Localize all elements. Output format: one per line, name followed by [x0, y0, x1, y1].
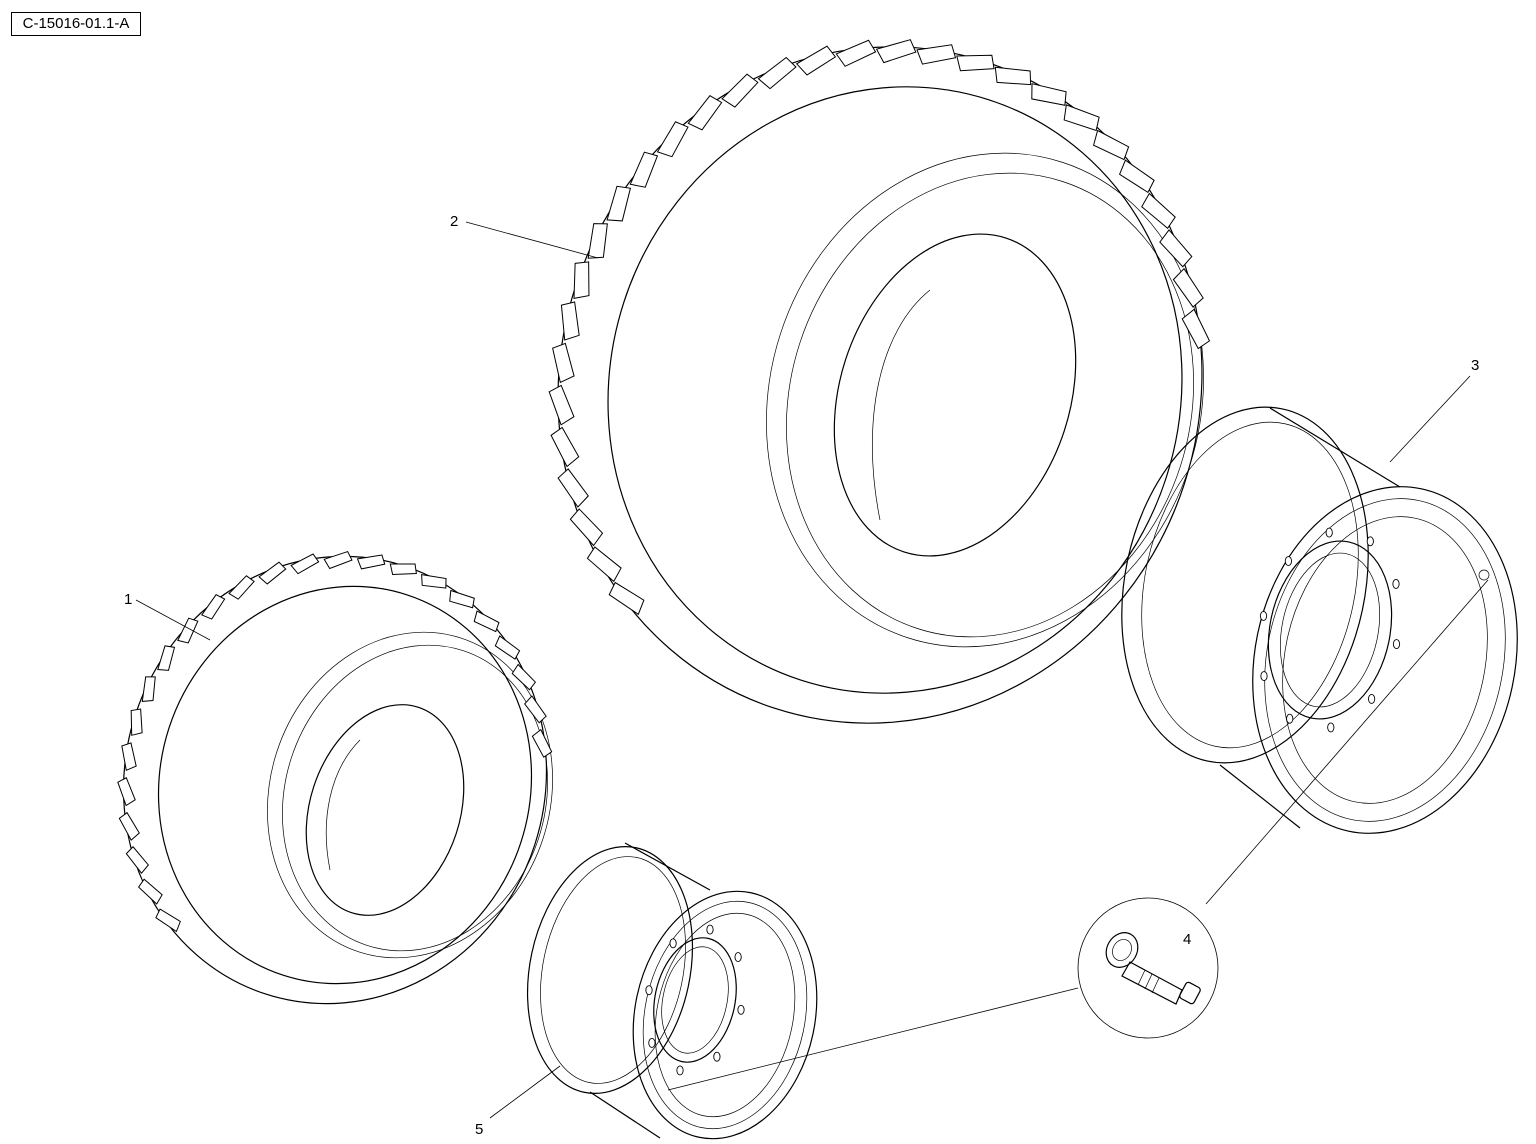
callout-1: 1	[124, 591, 132, 608]
tread-lug	[587, 223, 608, 259]
callout-5: 5	[475, 1121, 483, 1138]
tread-lug	[1118, 159, 1155, 194]
tread-lug	[1181, 308, 1211, 350]
large-rim-part	[1121, 406, 1518, 834]
drawing-reference-code: C-15016-01.1-A	[11, 12, 141, 36]
tread-lug	[606, 185, 632, 222]
tread-lug	[356, 554, 386, 570]
tread-lug	[994, 66, 1032, 86]
large-tire-part	[548, 39, 1211, 724]
tread-lug	[1172, 267, 1204, 308]
tread-lug	[531, 728, 553, 758]
tread-lug	[552, 342, 575, 384]
tread-lug	[449, 589, 475, 609]
tread-lug	[125, 846, 150, 874]
bolt-hole	[1392, 639, 1401, 650]
tread-lug	[118, 811, 140, 841]
bolt-hole	[1327, 722, 1335, 733]
tread-lug	[656, 121, 689, 158]
tread-lug	[875, 39, 917, 64]
tread-lug	[141, 676, 156, 702]
tread-lug	[511, 663, 537, 691]
tread-lug	[573, 261, 590, 300]
tread-lug	[629, 151, 659, 188]
bolt-hole	[1366, 536, 1374, 547]
tread-lug	[687, 95, 723, 131]
tread-lug	[157, 645, 176, 671]
tread-lug	[389, 563, 417, 575]
valve-detail-part	[1077, 897, 1219, 1039]
tread-lug	[177, 617, 199, 644]
tread-lug	[1093, 129, 1130, 161]
tread-lug	[130, 708, 143, 736]
leader-lines	[135, 221, 1489, 1119]
tread-lug	[1159, 229, 1193, 268]
bolt-hole	[669, 938, 677, 949]
tread-lug	[494, 635, 521, 660]
tread-lug	[550, 426, 580, 468]
tread-lug	[117, 777, 136, 807]
callout-4: 4	[1183, 931, 1191, 948]
callout-2: 2	[450, 213, 458, 230]
tread-lug	[569, 508, 604, 547]
tread-lug	[473, 610, 500, 633]
tread-lug	[228, 575, 255, 600]
tread-lug	[524, 695, 547, 724]
bolt-hole	[1284, 556, 1293, 567]
bolt-hole	[706, 924, 714, 935]
tread-lug	[916, 44, 957, 65]
tread-lug	[835, 39, 877, 67]
bolt-hole	[734, 952, 742, 963]
tread-lug	[1031, 83, 1067, 106]
tread-lug	[608, 581, 645, 616]
bolt-hole	[1286, 713, 1294, 724]
tread-lug	[956, 54, 995, 72]
tread-lug	[121, 742, 137, 772]
valve-icon	[1105, 932, 1201, 1005]
tread-lug	[155, 908, 181, 933]
bolt-hole	[1260, 671, 1268, 682]
tread-lug	[721, 73, 759, 108]
bolt-hole	[1392, 578, 1400, 589]
tread-lug	[560, 301, 580, 341]
tread-lug	[757, 56, 797, 90]
tread-lug	[323, 550, 353, 570]
tread-lug	[1063, 104, 1100, 132]
tread-lug	[795, 45, 837, 76]
bolt-hole	[648, 1037, 656, 1048]
tread-lug	[137, 878, 163, 905]
tread-lug	[1141, 192, 1176, 230]
tread-lug	[557, 468, 589, 508]
tread-lug	[258, 561, 287, 585]
tread-lug	[290, 553, 320, 575]
tread-lug	[548, 384, 575, 426]
bolt-hole	[1259, 610, 1268, 621]
bolt-hole	[713, 1051, 721, 1062]
small-rim-part	[526, 842, 818, 1140]
callout-3: 3	[1471, 357, 1479, 374]
bolt-hole	[676, 1065, 684, 1076]
tread-lug	[201, 594, 226, 620]
bolt-hole	[1325, 527, 1333, 538]
bolt-hole	[1367, 693, 1376, 704]
bolt-hole	[645, 985, 653, 996]
bolt-hole	[737, 1004, 745, 1015]
tread-lug	[421, 574, 447, 589]
tread-lug	[586, 546, 622, 583]
small-tire-part	[117, 550, 553, 1005]
